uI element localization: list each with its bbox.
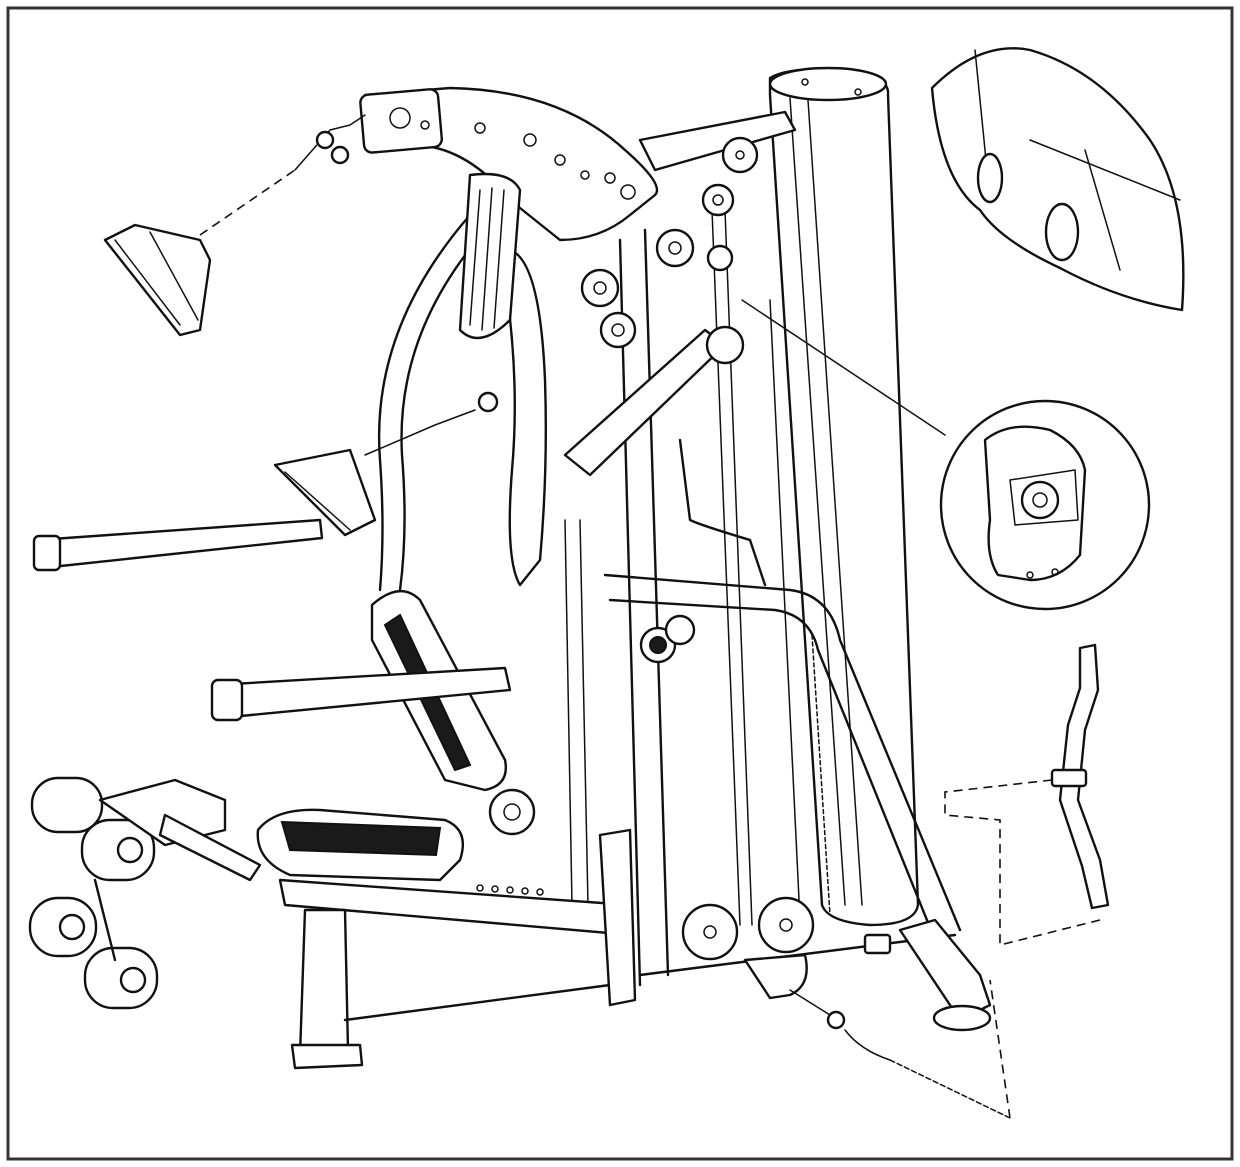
figure-border xyxy=(6,6,1234,1161)
stack-chain xyxy=(811,634,831,916)
high-pulley-housing xyxy=(359,88,443,154)
stack-base xyxy=(598,828,992,1032)
curl-bar-accessory xyxy=(944,643,1110,947)
lower-cross-tube xyxy=(603,438,962,942)
leg-roller-pads xyxy=(28,776,262,1010)
back-pad xyxy=(370,590,536,836)
weight-stack-column xyxy=(768,66,920,927)
long-bar-bottom xyxy=(210,666,512,722)
diagonal-arm xyxy=(563,325,745,477)
low-cable-chain xyxy=(789,979,1011,1119)
long-bar-top xyxy=(32,518,324,572)
pec-deck-pad xyxy=(458,172,522,340)
seat-pad xyxy=(256,808,465,882)
upper-handle-stirrup xyxy=(103,114,366,337)
bench-front-leg xyxy=(290,908,612,1070)
detail-inset-pulley xyxy=(741,299,1151,611)
middle-handle-stirrup xyxy=(273,391,499,537)
pulleys xyxy=(580,136,759,664)
detail-inset-top xyxy=(930,47,1185,312)
press-arm-curve xyxy=(377,213,548,592)
guide-rods xyxy=(564,209,801,987)
